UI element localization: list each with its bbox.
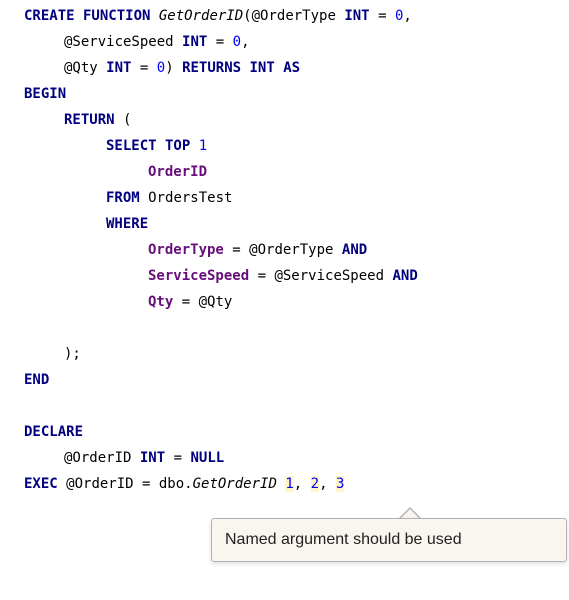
code-line-5: RETURN ( xyxy=(64,107,131,133)
code-line-1: CREATE FUNCTION GetOrderID(@OrderType IN… xyxy=(24,3,412,29)
code-line-16: @OrderID INT = NULL xyxy=(64,445,224,471)
operator: = xyxy=(215,34,225,50)
begin-keyword: BEGIN xyxy=(24,86,67,102)
and-keyword: AND xyxy=(341,242,368,258)
code-line-14: END xyxy=(24,367,49,393)
condition: = @OrderType xyxy=(232,242,334,258)
code-line-2: @ServiceSpeed INT = 0, xyxy=(64,29,250,55)
end-keyword: END xyxy=(24,372,50,388)
column-orderid: OrderID xyxy=(148,164,208,180)
code-line-17: EXEC @OrderID = dbo.GetOrderID 1, 2, 3 xyxy=(24,471,345,497)
function-call-name: GetOrderID xyxy=(192,476,277,492)
function-name: GetOrderID xyxy=(158,8,244,24)
null-keyword: NULL xyxy=(190,450,225,466)
return-keyword: RETURN xyxy=(64,112,115,128)
param-qty: @Qty xyxy=(64,60,98,76)
close-paren: ) xyxy=(165,60,174,76)
column-ordertype: OrderType xyxy=(148,242,224,258)
param-servicespeed: @ServiceSpeed xyxy=(64,34,174,50)
type-keyword: INT xyxy=(344,8,370,24)
argument-1[interactable]: 1 xyxy=(285,476,294,492)
code-line-15: DECLARE xyxy=(24,419,83,445)
code-line-13: ); xyxy=(64,341,81,367)
comma: , xyxy=(241,34,250,50)
condition: = @ServiceSpeed xyxy=(257,268,385,284)
close-paren: ); xyxy=(64,346,81,362)
code-line-4: BEGIN xyxy=(24,81,66,107)
open-paren: ( xyxy=(123,112,132,128)
inspection-tooltip: Named argument should be used xyxy=(211,518,567,562)
variable-orderid: @OrderID xyxy=(64,450,132,466)
operator: = xyxy=(378,8,387,24)
and-keyword: AND xyxy=(392,268,418,284)
operator: = xyxy=(139,60,149,76)
table-name: OrdersTest xyxy=(148,190,233,206)
default-value: 0 xyxy=(394,8,404,24)
tooltip-pointer-fill xyxy=(400,509,420,519)
top-count: 1 xyxy=(198,138,208,154)
code-line-12: Qty = @Qty xyxy=(148,289,232,315)
exec-keyword: EXEC xyxy=(24,476,58,492)
where-keyword: WHERE xyxy=(106,216,149,232)
code-line-11: ServiceSpeed = @ServiceSpeed AND xyxy=(148,263,418,289)
column-qty: Qty xyxy=(148,294,174,310)
from-keyword: FROM xyxy=(106,190,140,206)
code-line-9: WHERE xyxy=(106,211,148,237)
comma: , xyxy=(293,476,303,492)
code-line-3: @Qty INT = 0) RETURNS INT AS xyxy=(64,55,300,81)
comma: , xyxy=(319,476,328,492)
create-function-keyword: CREATE FUNCTION xyxy=(24,8,151,24)
declare-keyword: DECLARE xyxy=(24,424,84,440)
argument-3[interactable]: 3 xyxy=(335,476,345,492)
default-value: 0 xyxy=(156,60,166,76)
select-keyword: SELECT TOP xyxy=(106,138,191,154)
condition: = @Qty xyxy=(181,294,233,310)
exec-assignment: @OrderID = dbo. xyxy=(66,476,193,492)
type-keyword: INT xyxy=(106,60,132,76)
type-keyword: INT xyxy=(139,450,166,466)
code-line-10: OrderType = @OrderType AND xyxy=(148,237,367,263)
column-servicespeed: ServiceSpeed xyxy=(148,268,250,284)
operator: = xyxy=(173,450,183,466)
code-line-8: FROM OrdersTest xyxy=(106,185,232,211)
returns-keyword: RETURNS INT AS xyxy=(182,60,301,76)
tooltip-message: Named argument should be used xyxy=(225,531,462,548)
comma: , xyxy=(403,8,412,24)
type-keyword: INT xyxy=(182,34,208,50)
param-ordertype: (@OrderType xyxy=(243,8,336,24)
default-value: 0 xyxy=(232,34,242,50)
argument-2[interactable]: 2 xyxy=(310,476,320,492)
code-line-7: OrderID xyxy=(148,159,207,185)
code-line-6: SELECT TOP 1 xyxy=(106,133,207,159)
